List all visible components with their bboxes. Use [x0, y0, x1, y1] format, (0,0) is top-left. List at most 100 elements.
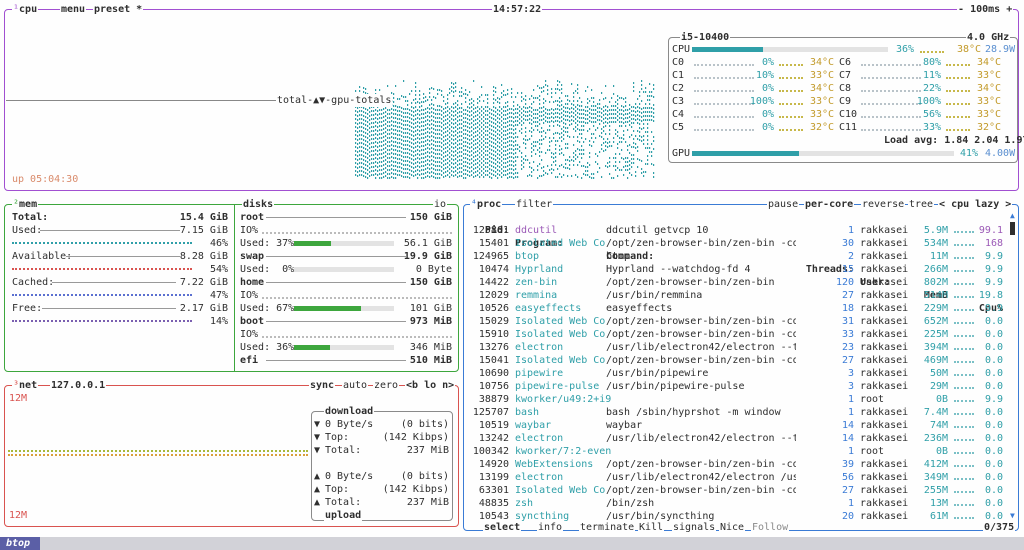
net-iface-switch[interactable]: <b lo n> [405, 379, 456, 392]
filter-button[interactable]: filter [515, 198, 554, 211]
graph-dot [603, 114, 605, 116]
graph-dot [381, 113, 383, 115]
graph-dot [461, 123, 463, 125]
header-threads[interactable]: Threads: [805, 264, 854, 275]
graph-dot [541, 107, 543, 109]
net-prev-iface[interactable]: <b [406, 380, 419, 391]
mem-index: ² [13, 199, 20, 210]
rate-decrease-button[interactable]: - [958, 4, 965, 15]
sort-next-button[interactable]: > [1005, 199, 1012, 210]
sort-prev-button[interactable]: < [939, 199, 946, 210]
graph-dot [565, 115, 567, 117]
graph-dot [623, 106, 625, 108]
graph-dot [513, 149, 515, 151]
select-button[interactable]: select [483, 521, 522, 534]
cpu-title[interactable]: cpu [19, 4, 38, 15]
rate-increase-button[interactable]: + [1006, 4, 1013, 15]
io-toggle[interactable]: io [433, 198, 448, 211]
graph-dot [603, 138, 605, 140]
signals-button[interactable]: signals [672, 521, 717, 534]
preset-button[interactable]: preset * [93, 3, 144, 16]
header-program[interactable]: Program: [515, 238, 564, 249]
graph-dot [363, 107, 365, 109]
graph-dot [571, 83, 573, 85]
scroll-down-icon[interactable]: ▼ [1010, 511, 1015, 520]
header-memb[interactable]: MemB [923, 290, 948, 301]
menu-button[interactable]: menu [60, 3, 87, 16]
graph-dot [603, 142, 605, 144]
header-user[interactable]: User: [860, 277, 891, 288]
graph-dot [377, 118, 379, 120]
follow-button[interactable]: Follow [751, 521, 790, 534]
graph-dot [495, 115, 497, 117]
reverse-toggle[interactable]: reverse [861, 198, 906, 211]
sort-control[interactable]: < cpu lazy > [938, 198, 1013, 211]
taskbar-btop-label[interactable]: btop [0, 537, 40, 550]
graph-dot [455, 102, 457, 104]
graph-dot [427, 123, 429, 125]
graph-dot [453, 95, 455, 97]
graph-dot [391, 92, 393, 94]
graph-dot [365, 120, 367, 122]
per-core-toggle[interactable]: per-core [804, 198, 855, 211]
rate-control[interactable]: - 100ms + [957, 3, 1014, 16]
scroll-up-icon[interactable]: ▲ [1010, 211, 1015, 220]
graph-dot [363, 111, 365, 113]
net-next-iface[interactable]: n> [442, 380, 455, 391]
info-button[interactable]: info [537, 521, 564, 534]
nice-button[interactable]: Nice [719, 521, 746, 534]
header-pid[interactable]: Pid: [484, 225, 509, 236]
graph-dot [627, 129, 629, 131]
graph-dot [577, 148, 579, 150]
graph-dot [453, 123, 455, 125]
mem-title[interactable]: mem [19, 199, 38, 210]
pause-toggle[interactable]: pause [767, 198, 800, 211]
graph-dot [415, 110, 417, 112]
graph-dot [581, 105, 583, 107]
scrollbar-thumb[interactable] [1010, 222, 1015, 235]
net-sync-toggle[interactable]: sync [309, 379, 336, 392]
graph-dot [357, 119, 359, 121]
header-command[interactable]: Command: [606, 251, 655, 262]
kill-button[interactable]: Kill [638, 521, 665, 534]
graph-dot [577, 140, 579, 142]
net-title[interactable]: net [19, 380, 38, 391]
terminate-button[interactable]: terminate [579, 521, 636, 534]
graph-dot [453, 111, 455, 113]
disks-title[interactable]: disks [242, 198, 275, 211]
disk-rule [266, 217, 406, 218]
net-zero-toggle[interactable]: zero [373, 379, 400, 392]
tree-toggle[interactable]: tree [908, 198, 935, 211]
net-auto-toggle[interactable]: auto [342, 379, 369, 392]
graph-dot [553, 161, 555, 163]
graph-dot [405, 176, 407, 178]
graph-dot [435, 117, 437, 119]
process-mem: 7.4M [923, 407, 948, 418]
header-cpu[interactable]: Cpu% [978, 303, 1003, 314]
process-cpu: 0.0 [984, 459, 1003, 470]
proc-title[interactable]: proc [477, 199, 502, 210]
